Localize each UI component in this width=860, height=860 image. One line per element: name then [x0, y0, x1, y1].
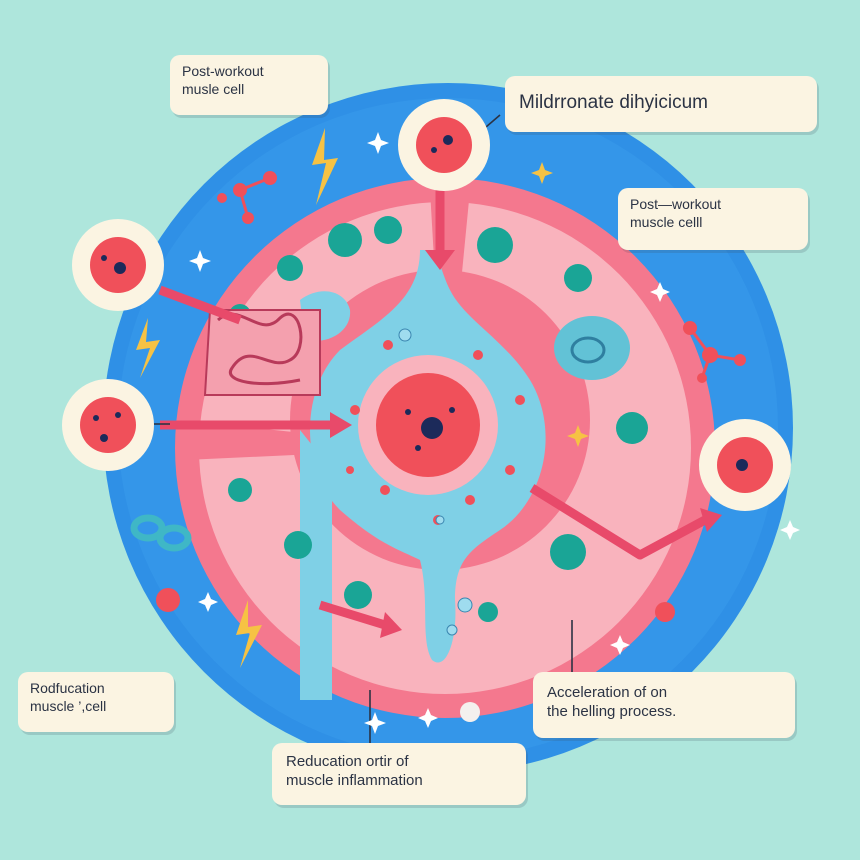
arrow-heads — [330, 250, 722, 638]
label-line: Rodfucation — [30, 680, 105, 696]
nucleus-dot — [415, 445, 421, 451]
label-line: Acceleration of on — [547, 684, 668, 701]
label-reduction-inflammation: Reducation ortir of muscle inflammation — [272, 743, 526, 805]
central-nucleus — [421, 417, 443, 439]
free-red-cells — [156, 588, 675, 622]
label-title-compound: Mildrronate dihyicicum — [505, 76, 817, 132]
sparkle-icon — [531, 162, 589, 447]
label-line: muscle ’,cell — [30, 697, 107, 714]
label-line: musle cell — [182, 80, 245, 97]
label-line: Reducation ortir of — [286, 753, 409, 770]
green-cells — [228, 216, 648, 622]
label-line: the helling process. — [547, 702, 677, 720]
molecule-icon — [683, 321, 746, 383]
nucleus-dot — [405, 409, 411, 415]
mitochondria-icon — [203, 309, 321, 396]
lightning-icon — [236, 600, 262, 668]
arrows — [158, 185, 708, 630]
pearl-dot — [460, 702, 480, 722]
callout-cell-top — [398, 99, 490, 191]
label-post-workout-right: Post—workout muscle celll — [618, 188, 808, 250]
fluid-bubbles — [398, 328, 473, 636]
label-line: Post-workout — [182, 63, 264, 79]
fluid-drip — [300, 430, 332, 700]
label-line: Post—workout — [630, 196, 722, 212]
label-line: muscle celll — [630, 213, 703, 230]
sparkle-icon — [189, 132, 800, 734]
molecule-icon — [217, 171, 277, 224]
teal-rings — [130, 514, 192, 552]
callout-cell-right — [699, 419, 791, 511]
label-acceleration-healing: Acceleration of on the helling process. — [533, 672, 795, 738]
label-post-workout-top: Post-workout musle cell — [170, 55, 328, 115]
lightning-icon — [312, 128, 338, 205]
callout-cell-left-mid — [62, 379, 154, 471]
callout-cell-left-top — [72, 219, 164, 311]
label-line: muscle inflammation — [286, 771, 423, 789]
fluid-red-dots — [346, 340, 525, 525]
lightning-icon — [136, 318, 160, 378]
label-line: Mildrronate dihyicicum — [519, 92, 709, 113]
label-rodfucation: Rodfucation muscle ’,cell — [18, 672, 174, 732]
spiral-organelle — [554, 316, 630, 380]
nucleus-dot — [449, 407, 455, 413]
